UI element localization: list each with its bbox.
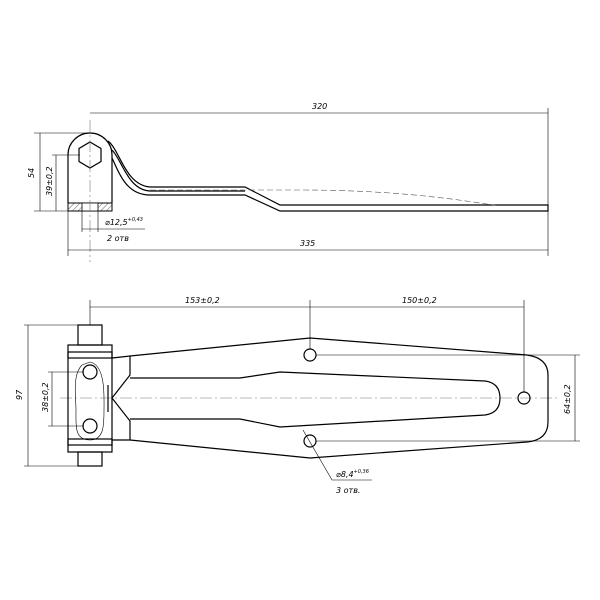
hole-diameter-label: ⌀12,5+0,43: [105, 217, 143, 227]
dim-320: 320: [312, 102, 327, 111]
bolt-hole: [82, 418, 98, 434]
bolt-hole: [82, 364, 98, 380]
hole-count-label: 2 отв: [107, 234, 129, 243]
mount-hole-diameter-label: ⌀8,4+0,36: [336, 469, 369, 479]
top-nut-icon: [77, 324, 103, 346]
leaf-outline: [111, 337, 549, 459]
leaf-slot: [130, 371, 501, 428]
dim-97: 97: [15, 389, 24, 400]
leaf-profile: [107, 140, 549, 212]
bracket-plate-outline: [74, 361, 105, 441]
dim-54: 54: [27, 168, 36, 178]
dim-150: 150±0,2: [402, 296, 437, 305]
plan-view: 153±0,2 150±0,2 97 38±0,2 64±0,2 ⌀8,4+0,…: [15, 296, 580, 495]
hinge-bracket: [67, 344, 113, 453]
dim-153: 153±0,2: [185, 296, 220, 305]
side-view: 320 335 54 39±0,2 ⌀12,5+0,43 2 отв: [27, 102, 549, 262]
dim-335: 335: [300, 239, 315, 248]
dim-38: 38±0,2: [41, 382, 50, 412]
dim-39: 39±0,2: [45, 166, 54, 196]
mount-hole: [303, 348, 317, 362]
bottom-nut-icon: [77, 451, 103, 467]
mount-hole-count-label: 3 отв.: [336, 486, 360, 495]
mount-hole: [303, 434, 317, 448]
dim-64: 64±0,2: [563, 384, 572, 414]
